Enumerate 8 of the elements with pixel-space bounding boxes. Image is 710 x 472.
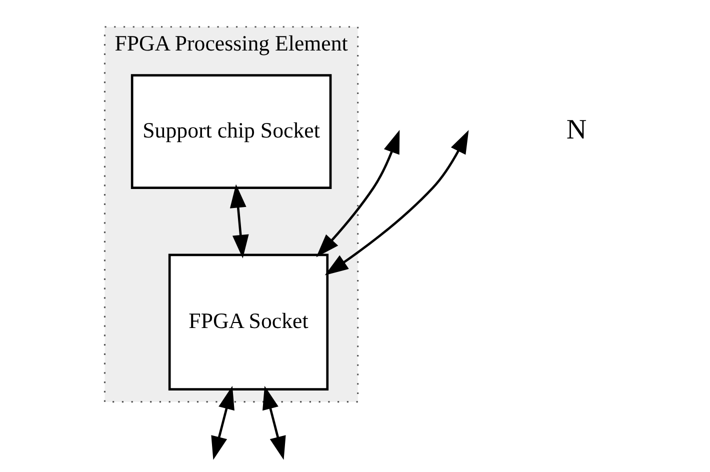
arrow [316,130,400,258]
arrow [324,130,468,276]
arrow [262,386,286,460]
arrow [210,386,234,460]
arrow [229,184,248,258]
node-box: FPGA Socket [168,254,328,390]
node-box: Support chip Socket [130,74,332,189]
label: N [566,114,586,146]
